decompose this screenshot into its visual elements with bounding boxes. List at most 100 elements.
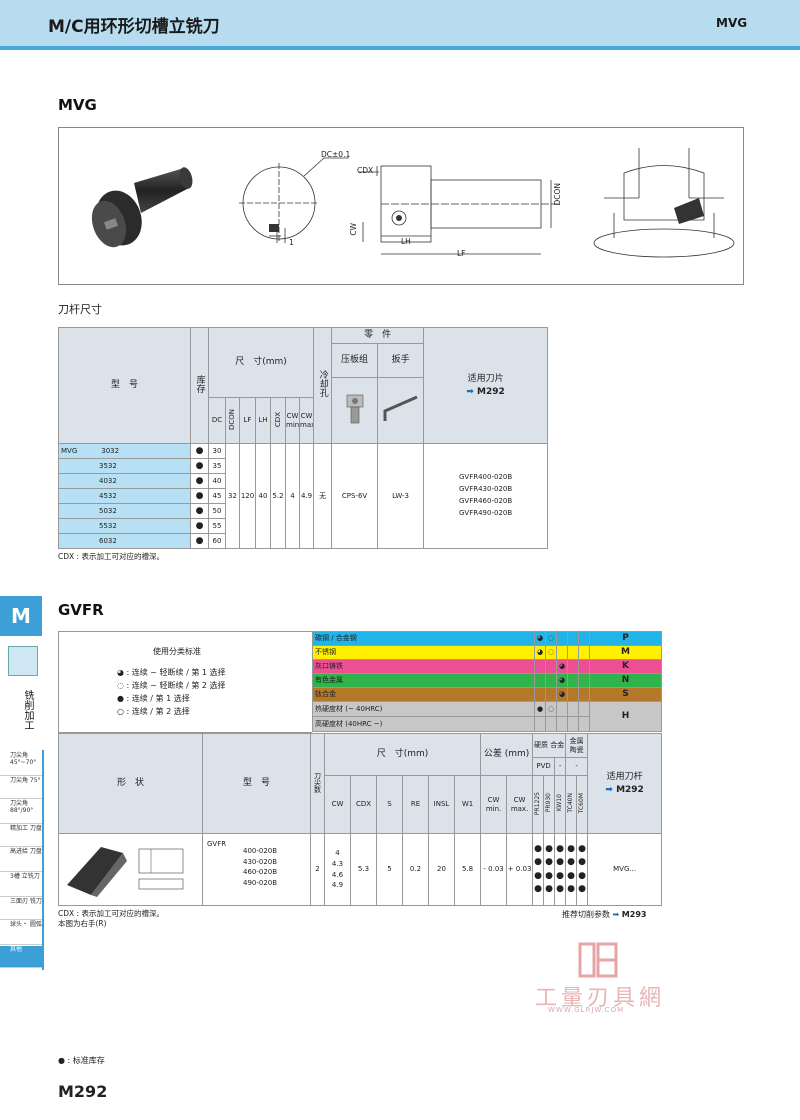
gvfr-section-title: GVFR xyxy=(58,601,104,619)
material-row: 碳钢 / 合金钢 ◕◌ P xyxy=(312,631,662,646)
grade-name: PR1225 xyxy=(533,791,541,815)
dc-value: 55 xyxy=(208,518,226,534)
page-title: M/C用环形切槽立铣刀 xyxy=(48,17,220,37)
material-name: 有色金属 xyxy=(312,673,535,688)
stock-mark: ● xyxy=(190,473,209,489)
grade-stock: ●●●● xyxy=(565,833,578,906)
gvfr-insert-table: 形 状 型 号 刀尖数 尺 寸(mm) 公差 (mm) 硬质 合金 金属 陶瓷 … xyxy=(58,733,663,906)
table-row: 3532 ● 35 xyxy=(58,458,548,474)
section-label: 铣削加工 xyxy=(22,690,33,730)
mvg-product-image xyxy=(91,167,193,248)
gvfr-note-hand: 本图为右手(R) xyxy=(58,919,107,928)
stock-mark: ● xyxy=(190,458,209,474)
material-row: 热硬度材 (~ 40HRC) ●◌ H xyxy=(312,701,662,732)
material-name: 灰口铸铁 xyxy=(312,659,535,674)
side-tab-6[interactable]: 3槽 立铣刀 xyxy=(0,873,42,897)
side-tab-7[interactable]: 三面刃 铣刀 xyxy=(0,898,42,920)
cwmin-value: - 0.03 xyxy=(480,833,508,906)
model-code: 3032 xyxy=(101,446,120,455)
lf-value: 120 xyxy=(239,443,256,549)
stock-mark: ● xyxy=(190,533,209,549)
dcon-value: 32 xyxy=(225,443,240,549)
series-name: MVG xyxy=(61,446,78,455)
col-tolerance: 公差 (mm) xyxy=(480,733,534,776)
material-row: 有色金属 ◕ N xyxy=(312,673,662,688)
wrench-image xyxy=(377,377,425,444)
cw-value: 4.9 xyxy=(331,881,344,890)
page-header xyxy=(0,0,800,50)
mvg-drawing-box: DC±0.1 CDX CW LH LF DCON 1 xyxy=(58,127,744,285)
dc-value: 60 xyxy=(208,533,226,549)
wrench-value: LW-3 xyxy=(377,443,425,549)
model-code: 5532 xyxy=(58,518,191,534)
coolant-value: 无 xyxy=(313,443,333,549)
legend-item: ● : 连续 / 第 1 选择 xyxy=(117,694,190,703)
cutting-params-link[interactable]: 推荐切削参数 ➡ M293 xyxy=(562,910,647,919)
col-size: 尺 寸(mm) xyxy=(323,733,482,776)
cw-value: 4 xyxy=(335,848,340,857)
side-tab-9[interactable]: 其他 xyxy=(0,946,42,968)
col-holder: 适用刀杆 ➡ M292 xyxy=(587,733,663,834)
side-tab-4[interactable]: 精加工 刀盘 xyxy=(0,825,42,847)
insert-shape-image xyxy=(58,833,203,906)
section-tab-m[interactable]: M xyxy=(0,596,42,636)
dim-dcon: DCON xyxy=(553,183,562,206)
model-code: 4532 xyxy=(58,488,191,504)
col-stock: 库存 xyxy=(190,327,209,444)
col-clamp: 压板组 xyxy=(331,343,379,378)
col-cermet: 金属 陶瓷 xyxy=(565,733,589,758)
grade-name: PR930 xyxy=(544,793,552,813)
insert-page-ref: M292 xyxy=(477,386,505,397)
grade-name: TC40N xyxy=(566,793,574,813)
side-tab-3[interactable]: 刀尖角 88°/90° xyxy=(0,800,42,824)
side-tab-1[interactable]: 刀尖角 45°~70° xyxy=(0,752,42,776)
cw-value: 4.6 xyxy=(331,870,344,879)
side-tab-2[interactable]: 刀尖角 75° xyxy=(0,777,42,799)
col-shape: 形 状 xyxy=(58,733,203,834)
material-name: 高硬度材 (40HRC ~) xyxy=(312,716,535,732)
model-code: 490-020B xyxy=(243,878,278,887)
usage-legend: 使用分类标准 ◕ : 连续 ~ 轻断续 / 第 1 选择 ◌ : 连续 ~ 轻断… xyxy=(58,631,312,733)
table-row: 4032 ● 40 xyxy=(58,473,548,489)
model-code: 6032 xyxy=(58,533,191,549)
clamp-value: CPS-6V xyxy=(331,443,379,549)
holder-value: MVG... xyxy=(587,833,663,906)
table-row: 6032 ● 60 xyxy=(58,533,548,549)
col-dcon: DCON xyxy=(225,397,240,444)
side-tab-5[interactable]: 高进给 刀盘 xyxy=(0,848,42,872)
model-code: 460-020B xyxy=(243,868,278,877)
stock-mark: ● xyxy=(190,503,209,519)
stock-legend: ● : 标准库存 xyxy=(58,1056,105,1065)
cw-value: 4.3 xyxy=(331,859,344,868)
grade-pvd: PVD xyxy=(532,757,556,776)
col-model: 型 号 xyxy=(202,733,311,834)
col-cw-min: CW min. xyxy=(285,397,300,444)
dim-one: 1 xyxy=(289,238,294,247)
mvg-holder-table: 型 号 库存 尺 寸(mm) 冷却孔 零 件 适用刀片 ➡ M292 压板组 扳… xyxy=(58,327,549,549)
material-code: M xyxy=(589,645,662,660)
side-tab-8[interactable]: 球头・ 圆弧 xyxy=(0,921,42,945)
col-edges: 刀尖数 xyxy=(310,733,325,834)
watermark-text: 工量刃具網 xyxy=(535,986,666,1011)
material-code: P xyxy=(589,631,662,646)
model-code: 430-020B xyxy=(243,857,278,866)
dc-value: 45 xyxy=(208,488,226,504)
material-name: 热硬度材 (~ 40HRC) xyxy=(312,701,535,717)
material-row: 高硬度材 (40HRC ~) xyxy=(312,716,662,732)
dc-value: 40 xyxy=(208,473,226,489)
holder-dimensions-title: 刀杆尺寸 xyxy=(58,303,102,316)
grade-stock: ●●●● xyxy=(532,833,545,906)
dim-dc: DC±0.1 xyxy=(321,150,351,159)
grade-stock: ●●●● xyxy=(554,833,567,906)
table-row: GVFR 400-020B 430-020B 460-020B 490-020B… xyxy=(58,833,663,906)
re-value: 0.2 xyxy=(402,833,429,906)
dim-lf: LF xyxy=(457,249,466,258)
material-code: S xyxy=(589,687,662,702)
page-number: M292 xyxy=(58,1082,108,1101)
dc-value: 30 xyxy=(208,443,226,459)
material-row: 灰口铸铁 ◕ K xyxy=(312,659,662,674)
grade-stock: ●●●● xyxy=(543,833,556,906)
model-code: 5032 xyxy=(58,503,191,519)
col-cw-max: CW max. xyxy=(298,397,315,444)
